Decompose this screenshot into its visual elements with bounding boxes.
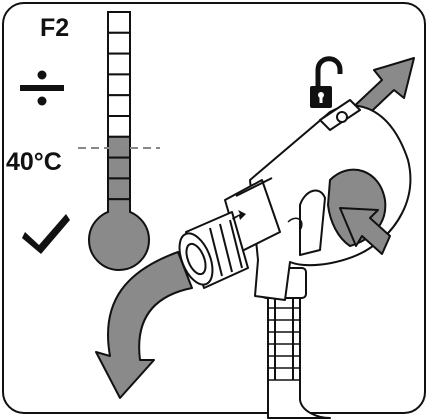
thermometer-segment-empty [107, 31, 131, 55]
spray-gun [178, 99, 412, 419]
thermometer-neck [109, 208, 129, 222]
thermometer-segment-filled [107, 156, 131, 180]
thermometer-segments [107, 11, 131, 221]
thermometer-segment-empty [107, 11, 131, 34]
divide-icon [20, 70, 64, 106]
unlock-padlock-icon [310, 56, 343, 108]
thermometer [88, 11, 150, 271]
checkmark-icon [22, 214, 70, 254]
squeeze-arrow-icon [339, 207, 391, 255]
curved-down-arrow-icon [95, 251, 193, 399]
thermometer-segment-empty [107, 94, 131, 117]
thermometer-segment-empty [107, 115, 131, 138]
thermometer-segment-empty [107, 52, 131, 76]
thermometer-segment-filled [107, 177, 131, 201]
mode-label: F2 [40, 14, 70, 42]
temperature-label: 40°C [6, 148, 62, 176]
thermometer-segment-empty [107, 73, 131, 97]
